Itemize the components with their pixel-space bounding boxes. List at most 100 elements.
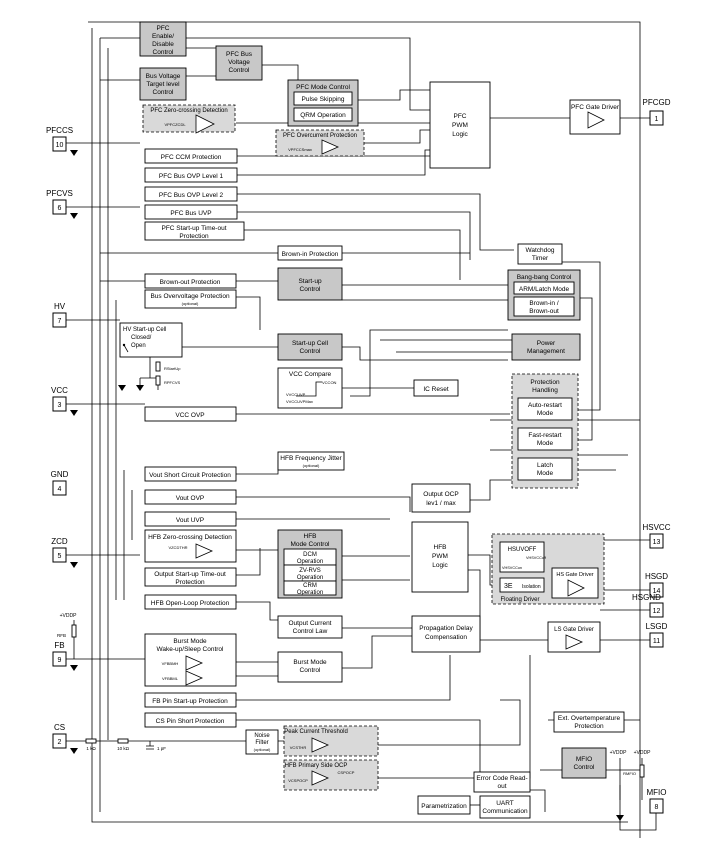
block-label: Disable xyxy=(152,41,174,48)
block-label: out xyxy=(497,783,506,790)
comparator-icon xyxy=(195,114,215,134)
block-label: ZV-RVS xyxy=(299,568,321,574)
mfio-control-block: MFIO Control xyxy=(561,747,607,779)
pin-number: 9 xyxy=(58,657,62,664)
block-label: Output OCP xyxy=(423,491,458,498)
block-label: Protection xyxy=(179,233,209,240)
block-label: Operation xyxy=(297,559,323,565)
block-label: Control xyxy=(153,89,175,96)
parametrization-block: Parametrization xyxy=(417,795,471,815)
pin-hsgd: 14 HSGD xyxy=(645,572,668,598)
block-label: Target level xyxy=(146,81,180,88)
error-code-readout-block: Error Code Read- out xyxy=(473,771,531,793)
block-label: Brown-out Protection xyxy=(160,279,221,286)
block-label: Logic xyxy=(452,131,468,138)
block-label: lev1 / max xyxy=(426,500,456,507)
isolation-icon: 3E xyxy=(504,583,513,590)
block-label: LS Gate Driver xyxy=(554,627,594,633)
pin-number: 7 xyxy=(58,318,62,325)
pin-name: PFCGD xyxy=(643,98,671,107)
block-label: Control xyxy=(153,49,175,56)
block-label: Open xyxy=(131,343,146,349)
block-label: Handling xyxy=(532,387,558,394)
peak-current-threshold-block: Peak Current Threshold VCSTHR xyxy=(283,725,379,757)
block-label: Bang-bang Control xyxy=(517,274,572,281)
block-label: Bus Voltage xyxy=(146,73,181,80)
block-label: Power xyxy=(537,340,556,347)
pin-number: 5 xyxy=(58,553,62,560)
block-label: Propagation Delay xyxy=(419,625,473,632)
pin-number: 6 xyxy=(58,205,62,212)
block-label: Timer xyxy=(532,255,549,262)
pfc-gate-driver-block: PFC Gate Driver xyxy=(569,99,621,135)
pin-number: 14 xyxy=(653,588,661,595)
pin-number: 4 xyxy=(58,486,62,493)
block-label: Communication xyxy=(482,808,528,815)
fb-pull-up: +VDDP RFB xyxy=(57,613,77,659)
block-label: Start-up xyxy=(298,278,322,285)
pins: 1 PFCGD 10 PFCCS 6 PFCVS 7 HV 3 VCC 4 GN… xyxy=(46,98,671,814)
block-label: Mode xyxy=(537,410,554,417)
hfb-pwm-logic-block: HFB PWM Logic xyxy=(411,521,469,593)
block-label: Fast-restart xyxy=(528,432,561,439)
block-label: FB Pin Start-up Protection xyxy=(152,698,228,705)
block-label: Control xyxy=(300,286,322,293)
pin-number: 11 xyxy=(653,638,660,645)
resistor-label: RPFCVS xyxy=(164,380,181,385)
output-ocp-block: Output OCP lev1 / max xyxy=(411,483,471,513)
block-label: Watchdog xyxy=(525,247,554,254)
block-label: PWM xyxy=(452,122,468,129)
diode-icon xyxy=(70,150,78,156)
vout-ovp-block: Vout OVP xyxy=(144,489,237,505)
pfc-pwm-logic-block: PFC PWM Logic xyxy=(429,81,491,169)
block-label: Vout Short Circuit Protection xyxy=(149,472,231,479)
floating-driver-block: Floating Driver HSUVOFF VHSVCCoff VHSVCC… xyxy=(491,533,605,605)
pfc-ovp1-block: PFC Bus OVP Level 1 xyxy=(144,167,238,183)
block-label: UART xyxy=(496,800,514,807)
threshold-label: VVCCUVP xyxy=(286,392,306,397)
block-label: Closed/ xyxy=(131,335,152,341)
resistor-label: RFB xyxy=(57,633,66,638)
block-label: PFC xyxy=(157,25,170,32)
diode-icon xyxy=(70,665,78,671)
pin-name: HSGND xyxy=(632,593,661,602)
block-label: Enable/ xyxy=(152,33,174,40)
block-label: Ext. Overtemperature xyxy=(558,715,621,722)
block-label: Control xyxy=(300,667,322,674)
block-label: Control xyxy=(300,348,322,355)
threshold-label: VFBBML xyxy=(162,676,179,681)
pin-pfccs: 10 PFCCS xyxy=(46,126,73,152)
supply-label: +VDDP xyxy=(60,613,77,619)
block-label: Pulse Skipping xyxy=(302,96,345,103)
block-label: HFB Primary Side OCP xyxy=(285,763,348,769)
pfc-startup-timeout-block: PFC Start-up Time-out Protection xyxy=(144,221,245,241)
diode-icon xyxy=(70,748,78,754)
block-label: VCC Compare xyxy=(289,371,332,378)
power-management-block: Power Management xyxy=(511,333,581,361)
block-label: CRM xyxy=(303,583,317,589)
resistor-label: 10 kΩ xyxy=(117,746,130,751)
threshold-label: VCSTHR xyxy=(290,745,307,750)
ic-reset-block: IC Reset xyxy=(413,379,459,397)
threshold-label: VCCON xyxy=(322,380,337,385)
block-label: Brown-out xyxy=(529,308,559,315)
block-label: HS Gate Driver xyxy=(556,572,593,578)
threshold-label: VHSVCCon xyxy=(502,566,522,570)
block-label: HFB Zero-crossing Detection xyxy=(148,534,232,541)
threshold-label: CSPOCP xyxy=(338,770,355,775)
threshold-label: VFBBMH xyxy=(162,661,179,666)
pin-number: 2 xyxy=(58,739,62,746)
pfc-ovp2-block: PFC Bus OVP Level 2 xyxy=(144,186,238,202)
pin-name: HV xyxy=(54,302,66,311)
pfc-enable-block: PFC Enable/ Disable Control xyxy=(139,21,187,57)
block-label: Burst Mode xyxy=(293,659,327,666)
comparator-icon xyxy=(321,139,339,155)
pin-number: 3 xyxy=(58,402,62,409)
esd-diodes xyxy=(70,150,624,821)
block-label: Parametrization xyxy=(421,803,467,810)
vout-scp-block: Vout Short Circuit Protection xyxy=(144,466,237,482)
block-label: VCC OVP xyxy=(175,412,204,419)
driver-icon xyxy=(587,111,605,129)
block-label: IC Reset xyxy=(423,386,448,393)
uart-block: UART Communication xyxy=(479,795,531,819)
